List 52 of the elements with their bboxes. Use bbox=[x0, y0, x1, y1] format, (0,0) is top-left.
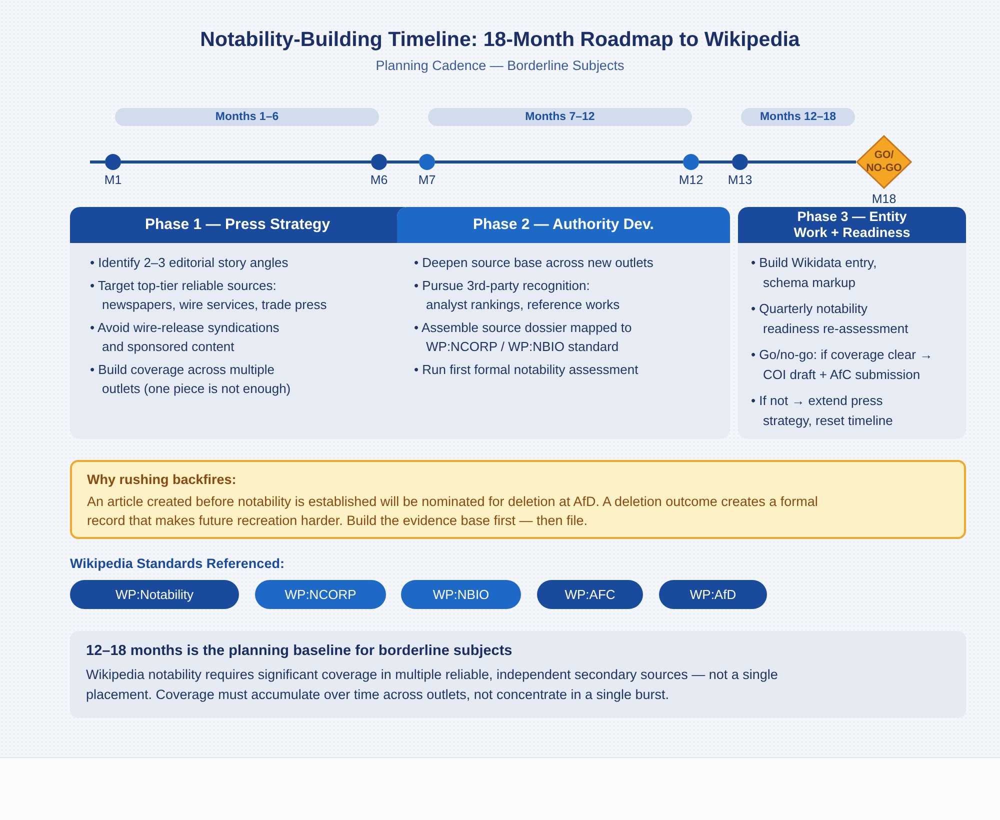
timeline-segment bbox=[699, 160, 732, 164]
milestone-label: M7 bbox=[417, 173, 437, 188]
bullet-item: • Go/no-go: if coverage clear → COI draft + AfC submission bbox=[751, 346, 934, 384]
bullet-item: • Quarterly notability readiness re-assessment bbox=[751, 300, 910, 338]
month-range-band: Months 1–6 bbox=[115, 108, 379, 126]
milestone-label: M12 bbox=[678, 173, 704, 188]
bullet-item: • Build Wikidata entry, schema markup bbox=[751, 254, 878, 292]
milestone-label: M6 bbox=[369, 173, 389, 188]
milestone-label: M18 bbox=[870, 192, 898, 207]
phase-heading: Phase 2 — Authority Dev. bbox=[397, 207, 730, 243]
callout-heading: Why rushing backfires: bbox=[87, 471, 238, 489]
standard-tag: WP:AFC bbox=[537, 580, 643, 609]
milestone-dot bbox=[371, 154, 387, 170]
bullet-item: • Deepen source base across new outlets bbox=[414, 254, 654, 272]
standard-tag: WP:Notability bbox=[70, 580, 239, 609]
bullet-item: • Identify 2–3 editorial story angles bbox=[90, 254, 290, 272]
bullet-item: • Pursue 3rd-party recognition: analyst rankings, reference works bbox=[414, 276, 621, 314]
section-heading: Wikipedia Standards Referenced: bbox=[70, 555, 286, 572]
bullet-item: • Run first formal notability assessment bbox=[414, 360, 640, 379]
phase-card bbox=[397, 207, 730, 439]
phase-card bbox=[738, 207, 966, 439]
milestone-dot bbox=[105, 154, 121, 170]
standard-tag: WP:NBIO bbox=[401, 580, 521, 609]
phase-heading: Phase 3 — Entity Work + Readiness bbox=[738, 207, 966, 243]
bullet-item: • Assemble source dossier mapped to WP:NCORP / WP:NBIO standard bbox=[414, 318, 633, 356]
standard-tag: WP:AfD bbox=[659, 580, 767, 609]
diagram-subtitle: Planning Cadence — Borderline Subjects bbox=[374, 57, 626, 74]
phase-heading: Phase 1 — Press Strategy bbox=[70, 207, 405, 243]
phase-card bbox=[70, 207, 405, 439]
month-range-band: Months 7–12 bbox=[428, 108, 692, 126]
bullet-item: • Target top-tier reliable sources: newspapers, wire services, trade press bbox=[90, 276, 328, 314]
panel-text: Wikipedia notability requires significant coverage in multiple reliable, independent secondary sources — not a single placement. Coverage must accumulate over time across outlets, not concentrate in a single burst. bbox=[86, 666, 779, 704]
diamond-label: GO/ NO-GO bbox=[865, 149, 903, 175]
timeline-segment bbox=[121, 160, 371, 164]
timeline-segment bbox=[387, 160, 419, 164]
milestone-dot bbox=[732, 154, 748, 170]
panel-heading: 12–18 months is the planning baseline for borderline subjects bbox=[86, 642, 514, 661]
timeline-segment bbox=[748, 160, 856, 164]
go-no-go-diamond bbox=[856, 135, 912, 189]
milestone-label: M1 bbox=[103, 173, 123, 188]
diagram-title: Notability-Building Timeline: 18-Month Roadmap to Wikipedia bbox=[199, 27, 801, 53]
bullet-item: • If not → extend press strategy, reset timeline bbox=[751, 392, 894, 430]
milestone-dot bbox=[683, 154, 699, 170]
milestone-label: M13 bbox=[726, 173, 754, 188]
milestone-dot bbox=[419, 154, 435, 170]
timeline-segment bbox=[435, 160, 683, 164]
bullet-item: • Build coverage across multiple outlets (one piece is not enough) bbox=[90, 360, 292, 398]
standard-tag: WP:NCORP bbox=[255, 580, 386, 609]
callout-text: An article created before notability is established will be nominated for deletion at AfD. A deletion outcome creates a formal record that makes future recreation harder. Build the evidence base first — then file. bbox=[87, 493, 819, 530]
bullet-item: • Avoid wire-release syndications and sponsored content bbox=[90, 318, 280, 356]
month-range-band: Months 12–18 bbox=[741, 108, 855, 126]
warning-callout bbox=[70, 460, 966, 539]
